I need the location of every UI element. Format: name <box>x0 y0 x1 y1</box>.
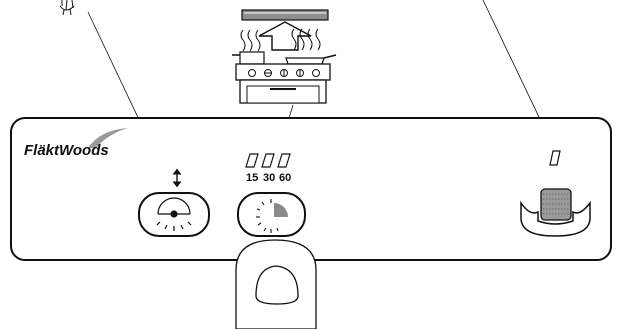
stove-with-pots-icon <box>232 28 337 104</box>
light-indicator-icon <box>549 150 561 166</box>
filter-tray <box>520 200 591 237</box>
up-down-arrow-icon <box>172 168 182 188</box>
timer-label-60: 60 <box>279 172 291 184</box>
hood-airflow-icon <box>241 9 329 51</box>
brand-name: FläktWoods <box>24 142 109 159</box>
timer-led-30 <box>261 153 275 168</box>
timer-label-30: 30 <box>263 172 275 184</box>
brand-logo: FläktWoods <box>24 128 128 159</box>
grease-filter-icon <box>540 188 572 221</box>
leader-line-filter <box>482 0 551 141</box>
timer-led-15 <box>245 153 259 168</box>
timer-indicator-leds <box>245 153 291 168</box>
ceiling-light-icon <box>59 0 75 16</box>
fan-speed-dial-icon <box>156 197 192 231</box>
timer-clock-icon <box>256 199 288 233</box>
timer-elapsed-sector <box>274 203 288 217</box>
timer-led-60 <box>277 153 291 168</box>
fan-speed-button[interactable] <box>138 192 210 237</box>
timer-button[interactable] <box>237 192 306 237</box>
pressing-finger-icon <box>235 239 317 329</box>
filter-button[interactable] <box>520 188 591 237</box>
timer-label-15: 15 <box>246 172 258 184</box>
